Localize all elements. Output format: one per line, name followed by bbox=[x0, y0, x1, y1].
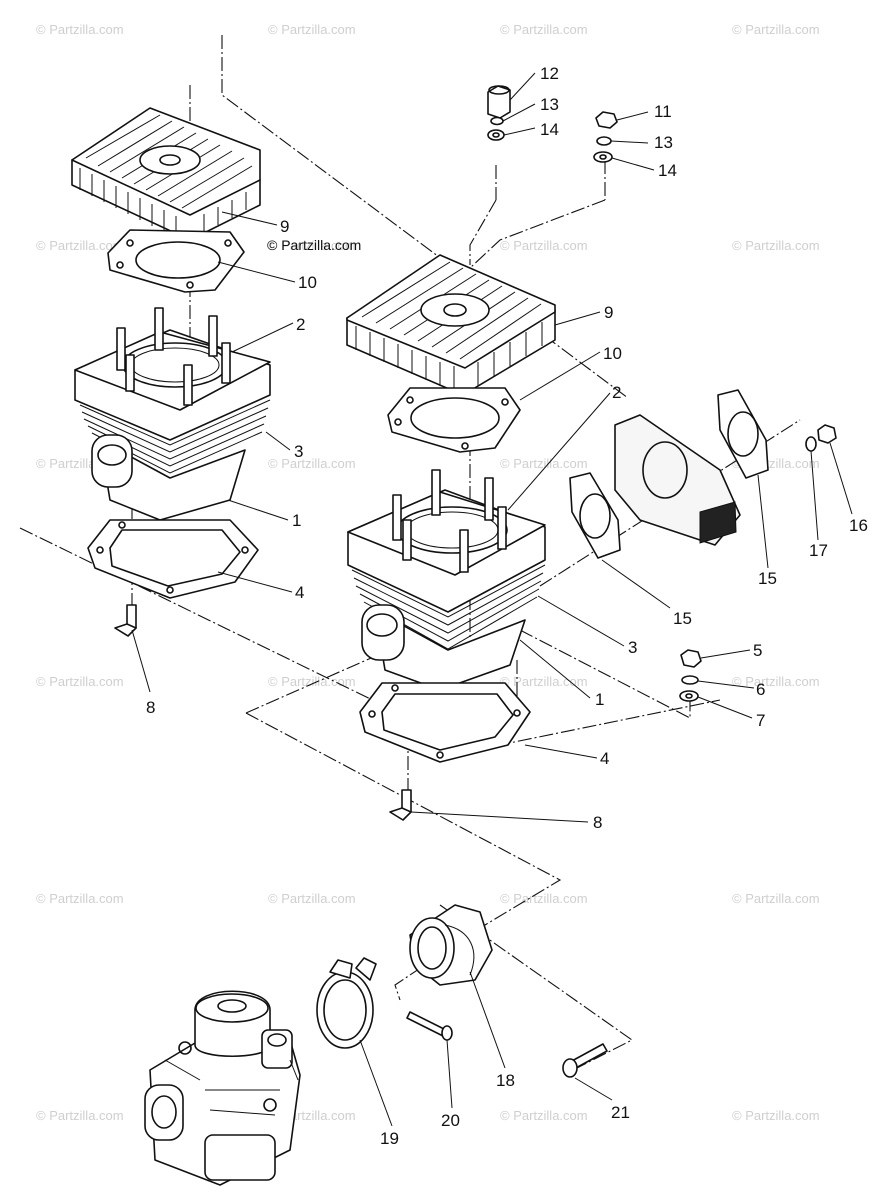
callout-flat-washer-right: 14 bbox=[658, 161, 677, 180]
right-cylinder bbox=[347, 469, 546, 691]
callout-exhaust-gasket-right: 15 bbox=[758, 569, 777, 588]
callout-exhaust-nut: 16 bbox=[849, 516, 868, 535]
callout-intake-adaptor: 18 bbox=[496, 1071, 515, 1090]
head-nut-hardware bbox=[593, 111, 618, 163]
base-nut-hardware bbox=[679, 649, 702, 702]
callout-lock-washer-right: 13 bbox=[654, 133, 673, 152]
right-drain-fitting bbox=[389, 789, 412, 821]
callout-clamp-screw: 20 bbox=[441, 1111, 460, 1130]
spacer-nut bbox=[487, 85, 511, 119]
watermark-text: © Partzilla.com bbox=[268, 22, 356, 37]
left-head-gasket bbox=[107, 229, 245, 293]
watermark-text: © Partzilla.com bbox=[268, 238, 356, 253]
leader-lines bbox=[131, 72, 853, 1127]
callout-right-head-gasket: 10 bbox=[603, 344, 622, 363]
callout-left-cylinder-fins: 3 bbox=[294, 442, 303, 461]
carb-clamp bbox=[316, 957, 377, 1049]
upper-washers bbox=[487, 116, 505, 141]
callout-left-cylinder-head: 9 bbox=[280, 217, 289, 236]
watermark-text: © Partzilla.com bbox=[732, 674, 820, 689]
watermark-text: © Partzilla.com bbox=[500, 238, 588, 253]
callout-base-lock-washer: 6 bbox=[756, 680, 765, 699]
callout-flat-washer-upper: 14 bbox=[540, 120, 559, 139]
adaptor-screw bbox=[562, 1043, 608, 1078]
callout-right-cylinder-head: 9 bbox=[604, 303, 613, 322]
callout-left-drain-fitting: 8 bbox=[146, 698, 155, 717]
watermark-text: © Partzilla.com bbox=[268, 674, 356, 689]
carburetor bbox=[144, 990, 301, 1186]
callout-left-base-gasket: 4 bbox=[295, 583, 304, 602]
callout-exhaust-gasket-center: 15 bbox=[673, 609, 692, 628]
watermark-text: © Partzilla.com bbox=[732, 1108, 820, 1123]
watermark-text: © Partzilla.com bbox=[500, 456, 588, 471]
callout-left-cylinder-stud: 2 bbox=[296, 315, 305, 334]
callout-left-cylinder: 1 bbox=[292, 511, 301, 530]
watermark-text: © Partzilla.com bbox=[500, 674, 588, 689]
watermark-text: © Partzilla.com bbox=[36, 1108, 124, 1123]
callout-labels: 9 10 2 3 1 4 8 12 13 14 11 13 14 9 10 2 … bbox=[146, 64, 868, 1148]
exhaust-gasket-center bbox=[569, 472, 621, 559]
watermark-text: © Partzilla.com bbox=[268, 891, 356, 906]
exhaust-gasket-right bbox=[717, 389, 769, 479]
watermark-text: © Partzilla.com bbox=[732, 891, 820, 906]
partzilla-credit: © Partzilla.com bbox=[267, 237, 361, 253]
callout-right-cylinder-fins: 3 bbox=[628, 638, 637, 657]
callout-left-head-gasket: 10 bbox=[298, 273, 317, 292]
exhaust-nut-washer bbox=[805, 424, 837, 452]
right-cylinder-head bbox=[346, 254, 556, 396]
watermark-text: © Partzilla.com bbox=[732, 22, 820, 37]
callout-carb-clamp: 19 bbox=[380, 1129, 399, 1148]
callout-right-cylinder: 1 bbox=[595, 690, 604, 709]
left-base-gasket bbox=[87, 519, 259, 599]
callout-head-nut: 11 bbox=[654, 102, 672, 121]
watermark-text: © Partzilla.com bbox=[36, 891, 124, 906]
watermark-text: © Partzilla.com bbox=[36, 238, 124, 253]
callout-base-nut: 5 bbox=[753, 641, 762, 660]
watermark-text: © Partzilla.com bbox=[36, 22, 124, 37]
right-base-gasket bbox=[359, 682, 531, 763]
callout-right-base-gasket: 4 bbox=[600, 749, 609, 768]
callout-spacer-nut: 12 bbox=[540, 64, 559, 83]
watermark-text: © Partzilla.com bbox=[500, 891, 588, 906]
watermark-text: © Partzilla.com bbox=[732, 238, 820, 253]
callout-exhaust-lock-washer: 17 bbox=[809, 541, 828, 560]
callout-right-drain-fitting: 8 bbox=[593, 813, 602, 832]
callout-right-cylinder-stud: 2 bbox=[612, 383, 621, 402]
right-head-gasket bbox=[387, 387, 521, 453]
watermark-text: © Partzilla.com bbox=[36, 674, 124, 689]
clamp-screw bbox=[406, 1011, 453, 1041]
intake-adaptor bbox=[409, 904, 493, 986]
watermark-grid: © Partzilla.com © Partzilla.com © Partzill… bbox=[36, 22, 820, 1123]
callout-base-flat-washer: 7 bbox=[756, 711, 765, 730]
left-drain-fitting bbox=[114, 604, 137, 637]
left-cylinder bbox=[74, 307, 271, 521]
watermark-text: © Partzilla.com bbox=[500, 1108, 588, 1123]
callout-lock-washer-upper: 13 bbox=[540, 95, 559, 114]
callout-adaptor-screw: 21 bbox=[611, 1103, 630, 1122]
watermark-text: © Partzilla.com bbox=[268, 456, 356, 471]
exhaust-manifold-outline bbox=[614, 414, 741, 546]
left-cylinder-head bbox=[71, 107, 261, 241]
watermark-text: © Partzilla.com bbox=[500, 22, 588, 37]
